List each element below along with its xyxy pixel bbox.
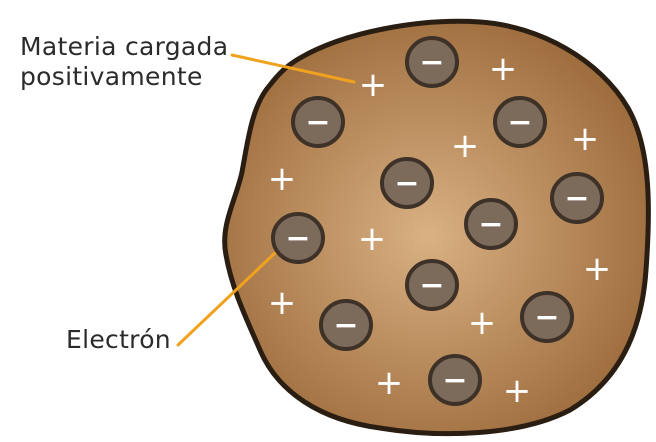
minus-sign: − (507, 105, 532, 140)
electron-circle (464, 198, 518, 250)
electron: − (428, 354, 482, 406)
minus-sign: − (534, 300, 559, 335)
minus-sign: − (442, 363, 467, 398)
plus-sign: + (571, 119, 600, 159)
plus-sign: + (375, 363, 404, 403)
electron: − (405, 259, 459, 311)
plus-sign: + (489, 49, 518, 89)
electron-circle (405, 259, 459, 311)
minus-sign: − (394, 166, 419, 201)
electron-circle (271, 212, 325, 264)
electron: − (291, 96, 345, 148)
electron: − (405, 36, 459, 88)
plus-sign: + (583, 249, 612, 289)
plus-sign: + (503, 371, 532, 411)
label-positive-matter-line1: Materia cargada (20, 32, 229, 61)
label-positive-matter-line2: positivamente (20, 62, 203, 91)
label-electron: Electrón (66, 325, 171, 354)
leader-line-electron (176, 250, 278, 347)
leader-line-positive-matter (230, 53, 356, 84)
electron: − (319, 299, 373, 351)
minus-sign: − (564, 181, 589, 216)
electron-circle (380, 157, 434, 209)
label-positive-matter: Materia cargada positivamente (20, 32, 228, 92)
electron: − (271, 212, 325, 264)
plus-sign: + (468, 303, 497, 343)
minus-sign: − (285, 221, 310, 256)
electron: − (520, 291, 574, 343)
minus-sign: − (419, 45, 444, 80)
electron-circle (319, 299, 373, 351)
electron: − (493, 96, 547, 148)
electron-circle (520, 291, 574, 343)
minus-sign: − (305, 105, 330, 140)
plus-sign: + (359, 65, 388, 105)
plus-sign: + (451, 126, 480, 166)
plus-sign: + (268, 159, 297, 199)
minus-sign: − (419, 268, 444, 303)
plus-sign: + (268, 283, 297, 323)
electron-circle (428, 354, 482, 406)
electron: − (550, 172, 604, 224)
electron-circle (291, 96, 345, 148)
plus-sign: + (358, 219, 387, 259)
minus-sign: − (478, 207, 503, 242)
electron-circle (550, 172, 604, 224)
electron: − (380, 157, 434, 209)
electron: − (464, 198, 518, 250)
minus-sign: − (333, 308, 358, 343)
electron-circle (405, 36, 459, 88)
electron-circle (493, 96, 547, 148)
